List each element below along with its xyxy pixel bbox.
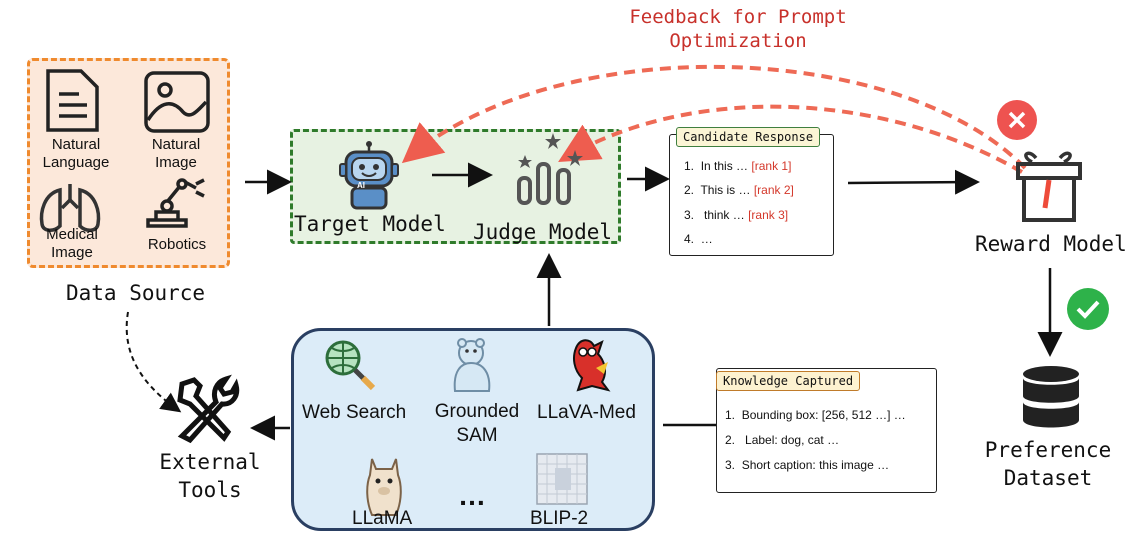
reward-model-label: Reward Model <box>975 232 1127 256</box>
arrow-datasource-to-external <box>125 311 182 413</box>
red-animal-icon <box>573 339 611 392</box>
llama-label: LLaMA <box>352 508 413 529</box>
feedback-title-line2: Optimization <box>669 30 807 52</box>
ai-badge: AI <box>357 181 365 190</box>
knowledge-num: 2. <box>725 433 736 447</box>
judge-bars-icon <box>517 133 583 205</box>
natural-language-label: Natural Language <box>34 136 118 172</box>
knowledge-item-1: 1. Bounding box: [256, 512 …] … <box>725 408 906 422</box>
knowledge-item-2: 2. Label: dog, cat … <box>725 433 839 447</box>
knowledge-item-3: 3. Short caption: this image … <box>725 458 889 472</box>
external-tools-label: External Tools <box>145 448 275 504</box>
preference-line2: Dataset <box>1003 466 1093 490</box>
external-tools-line1: External <box>159 450 261 474</box>
candidate-rank: [rank 1] <box>751 159 792 173</box>
candidate-text: think … <box>704 208 745 222</box>
llama-icon <box>366 458 402 516</box>
candidate-text: In this … <box>700 159 749 173</box>
robot-icon <box>339 141 399 210</box>
natural-image-line1: Natural <box>151 136 201 153</box>
knowledge-text: Label: dog, cat … <box>745 433 840 447</box>
knowledge-text: Bounding box: [256, 512 …] … <box>741 408 906 422</box>
robot-arm-icon <box>146 178 205 228</box>
robotics-label: Robotics <box>147 236 207 253</box>
target-model-label: Target Model <box>294 212 446 236</box>
candidate-text: This is … <box>700 183 751 197</box>
candidate-num: 1. <box>684 159 695 173</box>
lungs-icon <box>39 184 101 232</box>
grounded-sam-line2: SAM <box>456 425 498 446</box>
knowledge-num: 1. <box>725 408 736 422</box>
database-icon <box>1023 366 1079 428</box>
candidate-response-card <box>669 134 834 256</box>
image-icon <box>144 71 210 133</box>
blip2-label: BLIP-2 <box>530 508 589 529</box>
judge-model-label: Judge Model <box>473 220 613 244</box>
candidate-rank: [rank 3] <box>748 208 789 222</box>
medical-image-line2: Image <box>51 244 93 261</box>
candidate-text: … <box>700 232 713 246</box>
globe-search-icon <box>325 340 376 391</box>
candidate-item-1: 1. In this … [rank 1] <box>684 159 791 173</box>
feedback-title: Feedback for Prompt Optimization <box>588 5 888 53</box>
candidate-response-title: Candidate Response <box>676 127 821 147</box>
medical-image-label: Medical Image <box>34 226 110 262</box>
data-source-label: Data Source <box>66 281 206 305</box>
natural-image-line2: Image <box>155 154 197 171</box>
knowledge-text: Short caption: this image … <box>741 458 890 472</box>
candidate-num: 4. <box>684 232 695 246</box>
candidate-num: 3. <box>684 208 695 222</box>
feedback-arrow-to-target <box>401 64 1027 170</box>
natural-image-label: Natural Image <box>133 136 219 172</box>
document-icon <box>46 69 99 132</box>
candidate-item-2: 2. This is … [rank 2] <box>684 183 794 197</box>
reject-icon <box>997 100 1037 140</box>
candidate-num: 2. <box>684 183 695 197</box>
knowledge-title: Knowledge Captured <box>716 371 861 391</box>
natural-language-line1: Natural <box>51 136 101 153</box>
arrow-candidate-to-reward <box>847 169 980 195</box>
grounded-sam-label: Grounded SAM <box>424 400 530 448</box>
candidate-item-3: 3. think … [rank 3] <box>684 208 788 222</box>
knowledge-num: 3. <box>725 458 736 472</box>
natural-language-line2: Language <box>42 154 110 171</box>
image-grid-icon <box>536 453 588 505</box>
feedback-title-line1: Feedback for Prompt <box>629 6 847 28</box>
gift-icon <box>1016 151 1082 222</box>
polar-bear-icon <box>453 338 491 392</box>
preference-line1: Preference <box>984 438 1112 462</box>
feedback-arrow-to-judge <box>558 104 1023 174</box>
external-tools-line2: Tools <box>178 478 242 502</box>
candidate-rank: [rank 2] <box>753 183 794 197</box>
more-tools-ellipsis: … <box>458 480 486 511</box>
accept-icon <box>1067 288 1109 330</box>
llava-med-label: LLaVA-Med <box>537 402 636 423</box>
web-search-label: Web Search <box>302 402 407 423</box>
medical-image-line1: Medical <box>46 226 98 243</box>
grounded-sam-line1: Grounded <box>434 401 520 422</box>
candidate-item-4: 4. … <box>684 232 713 246</box>
tools-icon <box>177 374 240 444</box>
preference-dataset-label: Preference Dataset <box>968 436 1128 492</box>
